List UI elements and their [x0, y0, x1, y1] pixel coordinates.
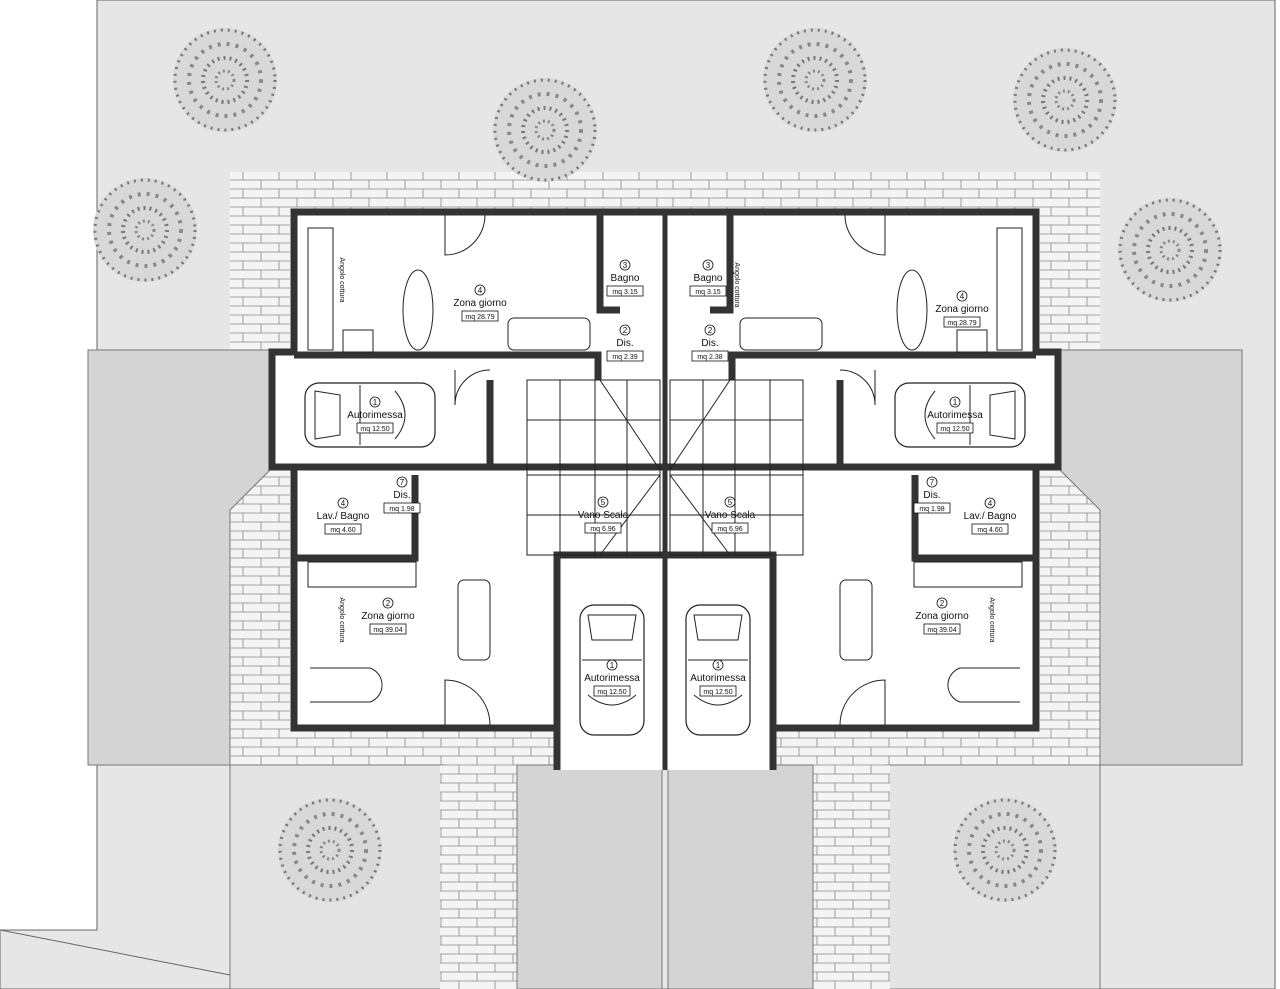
room-area: mq 28.79 — [947, 320, 976, 327]
room-number: 2 — [386, 599, 391, 608]
room-area: mq 4.60 — [330, 527, 355, 534]
room-name: Zona giorno — [935, 304, 989, 315]
room-area: mq 39.04 — [373, 627, 402, 634]
room-area: mq 1.98 — [919, 506, 944, 513]
room-name: Dis. — [923, 490, 940, 501]
room-number-marker — [724, 496, 736, 508]
room-name: Zona giorno — [361, 611, 415, 622]
room-number: 4 — [341, 499, 346, 508]
room-area: mq 12.50 — [597, 689, 626, 696]
room-name: Dis. — [701, 338, 718, 349]
room-area: mq 4.60 — [977, 527, 1002, 534]
room-number: 2 — [940, 599, 945, 608]
kitchen-label: Angolo cottura — [338, 257, 345, 302]
room-area: mq 2.38 — [697, 354, 722, 361]
room-name: Autorimessa — [690, 673, 746, 684]
room-number: 4 — [988, 499, 993, 508]
room-area: mq 12.50 — [360, 426, 389, 433]
room-number: 2 — [623, 326, 628, 335]
room-name: Dis. — [393, 490, 410, 501]
kitchen-label: Angolo cottura — [338, 597, 345, 642]
room-number-marker — [337, 497, 349, 509]
room-area: mq 12.50 — [940, 426, 969, 433]
room-name: Zona giorno — [915, 611, 969, 622]
room-number-marker — [702, 259, 714, 271]
room-number: 4 — [478, 286, 483, 295]
room-area: mq 3.15 — [612, 289, 637, 296]
room-number-marker — [712, 659, 724, 671]
room-number: 3 — [623, 261, 628, 270]
room-name: Dis. — [616, 338, 633, 349]
room-name: Autorimessa — [347, 410, 403, 421]
room-number: 5 — [728, 498, 733, 507]
room-number-marker — [949, 396, 961, 408]
room-number-marker — [597, 496, 609, 508]
room-name: Vano Scala — [705, 510, 756, 521]
room-number-marker — [926, 476, 938, 488]
kitchen-label: Angolo cottura — [988, 597, 995, 642]
room-number-marker — [984, 497, 996, 509]
room-area: mq 39.04 — [927, 627, 956, 634]
room-name: Vano Scala — [578, 510, 629, 521]
room-number-marker — [606, 659, 618, 671]
room-number-marker — [382, 597, 394, 609]
room-name: Autorimessa — [584, 673, 640, 684]
room-number: 1 — [610, 661, 615, 670]
kitchen-label: Angolo cottura — [733, 262, 740, 307]
room-name: Bagno — [611, 273, 640, 284]
room-number: 7 — [930, 478, 935, 487]
room-name: Autorimessa — [927, 410, 983, 421]
room-number: 7 — [400, 478, 405, 487]
room-area: mq 6.96 — [590, 526, 615, 533]
room-name: Zona giorno — [453, 298, 507, 309]
room-number: 1 — [373, 398, 378, 407]
room-area: mq 6.96 — [717, 526, 742, 533]
room-number-marker — [619, 324, 631, 336]
room-number-marker — [369, 396, 381, 408]
room-number: 3 — [706, 261, 711, 270]
room-number-marker — [704, 324, 716, 336]
room-number-marker — [396, 476, 408, 488]
room-area: mq 12.50 — [703, 689, 732, 696]
room-area: mq 1.98 — [389, 506, 414, 513]
room-number-marker — [956, 290, 968, 302]
room-area: mq 28.79 — [465, 314, 494, 321]
room-area: mq 2.39 — [612, 354, 637, 361]
room-name: Lav./ Bagno — [317, 511, 370, 522]
room-area: mq 3.15 — [695, 289, 720, 296]
room-number-marker — [619, 259, 631, 271]
room-name: Bagno — [694, 273, 723, 284]
room-number: 5 — [601, 498, 606, 507]
room-number: 4 — [960, 292, 965, 301]
room-number-marker — [474, 284, 486, 296]
room-number-marker — [936, 597, 948, 609]
room-number: 2 — [708, 326, 713, 335]
room-number: 1 — [716, 661, 721, 670]
room-number: 1 — [953, 398, 958, 407]
room-name: Lav./ Bagno — [964, 511, 1017, 522]
